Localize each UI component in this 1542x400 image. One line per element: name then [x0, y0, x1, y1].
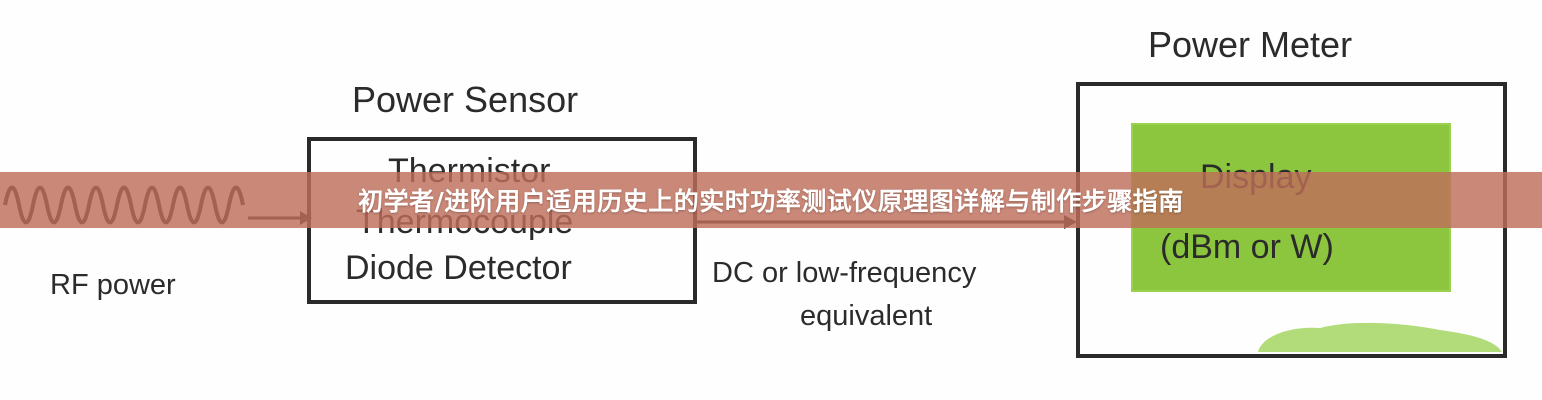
rf-power-label: RF power	[50, 269, 176, 301]
power-sensor-title: Power Sensor	[352, 79, 579, 120]
sensor-line-diode-detector: Diode Detector	[345, 249, 572, 287]
link-label-line2: equivalent	[800, 300, 933, 332]
power-meter-title: Power Meter	[1148, 24, 1353, 65]
meter-green-blob	[1258, 322, 1502, 352]
display-line-2: (dBm or W)	[1160, 228, 1334, 266]
banner-title-text: 初学者/进阶用户适用历史上的实时功率测试仪原理图详解与制作步骤指南	[358, 187, 1184, 216]
link-label-line1: DC or low-frequency	[712, 257, 977, 289]
title-banner: 初学者/进阶用户适用历史上的实时功率测试仪原理图详解与制作步骤指南	[0, 172, 1542, 228]
